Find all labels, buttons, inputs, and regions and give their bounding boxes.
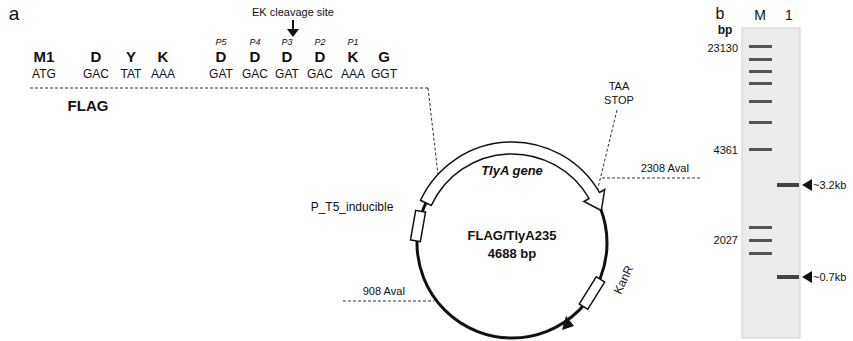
lane-label: M [754, 8, 766, 23]
size-label: bp [718, 24, 733, 37]
size-label: 2027 [714, 234, 738, 246]
map-label: TAA [609, 80, 630, 92]
cleavage-arrow [292, 20, 294, 30]
codon: GAT [275, 68, 299, 81]
position-label: P5 [215, 38, 226, 48]
amino-acid: D [216, 49, 227, 66]
map-label: P_T5_inducible [311, 201, 394, 214]
codon: AAA [341, 68, 365, 81]
position-label: P3 [281, 38, 292, 48]
sample-bands [777, 183, 799, 279]
codon: AAA [151, 68, 175, 81]
map-label: 2308 AvaI [641, 162, 690, 174]
tlya-gene-arrow [421, 142, 605, 211]
size-label: 4361 [714, 144, 738, 156]
band-label: ~0.7kb [813, 271, 846, 283]
codon: GAC [83, 68, 109, 81]
promoter-box [410, 210, 425, 241]
amino-acid: M1 [34, 49, 55, 66]
map-label: 908 AvaI [363, 285, 406, 297]
kanr-box [579, 277, 604, 309]
amino-acid: D [250, 49, 261, 66]
tag-label: FLAG [68, 98, 109, 115]
marker-bands [749, 45, 772, 255]
band-pointer [802, 271, 812, 283]
cleavage-arrowhead [287, 29, 299, 37]
position-label: P4 [249, 38, 260, 48]
plasmid-size: 4688 bp [488, 245, 536, 263]
amino-acid: G [378, 49, 390, 66]
position-label: P1 [347, 38, 358, 48]
codon: GAC [307, 68, 333, 81]
panel-letter: a [9, 4, 20, 25]
panel-letter: b [716, 5, 725, 23]
map-label: STOP [604, 94, 634, 106]
codon: ATG [32, 68, 56, 81]
position-label: P2 [314, 38, 325, 48]
amino-acid: D [282, 49, 293, 66]
band-label: ~3.2kb [813, 179, 846, 191]
plasmid-name: FLAG/TlyA235 [468, 227, 557, 245]
band-pointer [802, 179, 812, 191]
amino-acid: Y [126, 49, 136, 66]
size-label: 23130 [707, 42, 738, 54]
map-label: KanR [612, 264, 637, 297]
codon: GAC [242, 68, 268, 81]
ava-site-line [343, 301, 434, 302]
map-label: TlyA gene [481, 164, 543, 178]
gel [742, 28, 800, 338]
amino-acid: K [158, 49, 169, 66]
site-label: EK cleavage site [252, 6, 334, 18]
lane-label: 1 [785, 8, 793, 23]
stop-leader [597, 110, 617, 192]
amino-acid: D [315, 49, 326, 66]
amino-acid: D [91, 49, 102, 66]
amino-acid: K [348, 49, 359, 66]
direction-arrowhead [562, 316, 574, 330]
plasmid-center: FLAG/TlyA2354688 bp [437, 215, 587, 275]
ava-site-line [602, 178, 702, 179]
flag-underline [30, 88, 428, 89]
codon: GGT [371, 68, 397, 81]
codon: GAT [209, 68, 233, 81]
codon: TAT [121, 68, 142, 81]
